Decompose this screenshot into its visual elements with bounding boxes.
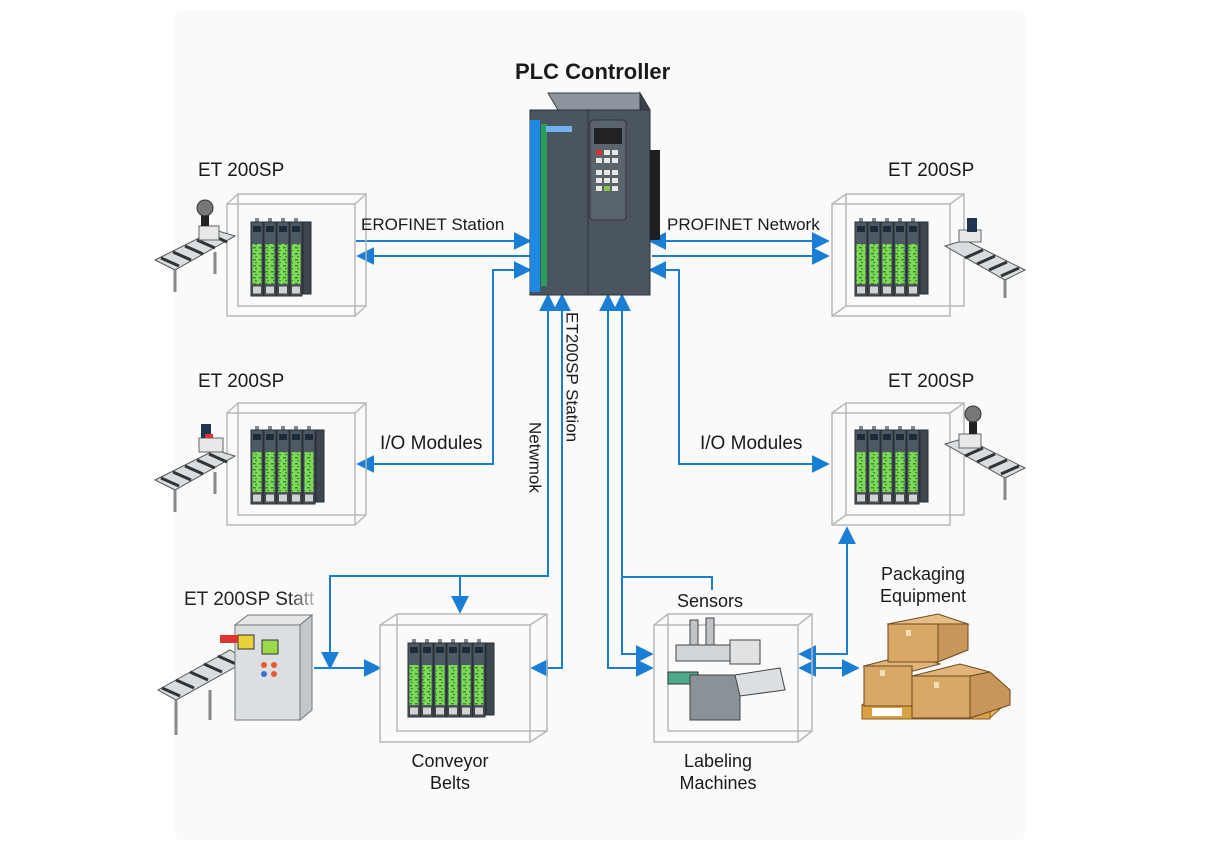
packaging-equipment-label: Packaging Equipment: [868, 564, 978, 607]
io-module-icon: [407, 639, 421, 718]
io-module-icon: [263, 426, 277, 505]
conveyor-with-scanner-icon: [943, 218, 1027, 298]
io-module-icon: [263, 218, 277, 297]
rack-end-cap: [919, 429, 929, 503]
packaging-equipment-label-line2: Equipment: [879, 585, 967, 606]
io-module-icon: [302, 426, 316, 505]
io-module-icon: [250, 218, 264, 297]
conveyor-belts-label: Conveyor Belts: [400, 751, 500, 794]
connector-network-vertical: [321, 293, 557, 670]
et200sp-top-left-label: ET 200SP: [198, 160, 285, 181]
io-modules-left-label: I/O Modules: [380, 433, 483, 454]
conveyor-with-scanner-icon: [153, 424, 237, 512]
et200sp-mid-left-label: ET 200SP: [198, 371, 285, 392]
io-module-rack-conveyor: [407, 639, 495, 718]
io-modules-right-label: I/O Modules: [700, 433, 803, 454]
io-module-icon: [867, 218, 881, 297]
connector-plc-to-et-mid-right: [648, 261, 830, 473]
labeling-machines-label: Labeling Machines: [668, 751, 768, 794]
connector-et200sp-station-vertical: [530, 293, 571, 677]
conveyor-with-beacon-icon: [943, 405, 1027, 500]
profinet-network-label: PROFINET Network: [667, 215, 820, 234]
io-module-icon: [893, 426, 907, 505]
box-et-top-left: [226, 193, 367, 317]
io-module-icon: [854, 218, 868, 297]
rack-end-cap: [919, 221, 929, 295]
connector-et-mid-right-to-labeling: [798, 526, 856, 663]
io-module-icon: [276, 426, 290, 505]
io-module-rack-mid-left: [250, 426, 325, 505]
packaging-equipment-label-line1: Packaging: [880, 564, 966, 584]
io-module-rack-mid-right: [854, 426, 929, 505]
box-conveyor: [379, 613, 548, 743]
conveyor-belts-label-line2: Belts: [429, 772, 471, 793]
erofinet-station-label: EROFINET Station: [361, 215, 505, 234]
control-cabinet-conveyor-icon: [156, 613, 314, 735]
connector-to-labeling-2: [613, 293, 713, 590]
connector-to-labeling-1: [599, 293, 654, 677]
network-vertical-label: Netwmok: [525, 422, 545, 493]
connector-sensors-branch: [621, 577, 654, 663]
plc-controller-title: PLC Controller: [515, 59, 671, 84]
box-et-mid-right: [831, 402, 965, 526]
connectors: [314, 232, 860, 677]
rack-end-cap: [315, 429, 325, 503]
rack-end-cap: [485, 642, 495, 716]
io-module-rack-top-left: [250, 218, 312, 297]
et200sp-station-vertical-label: ET200SP Station: [562, 312, 582, 443]
io-module-icon: [867, 426, 881, 505]
et200sp-top-right-label: ET 200SP: [888, 160, 975, 181]
io-module-icon: [433, 639, 447, 718]
glass-boxes: [226, 193, 965, 743]
labeling-machines-label-line2: Machines: [679, 772, 757, 793]
box-et-mid-left: [226, 402, 367, 526]
io-module-icon: [420, 639, 434, 718]
io-module-icon: [472, 639, 486, 718]
conveyor-with-beacon-icon: [153, 199, 237, 292]
io-module-icon: [250, 426, 264, 505]
labeling-machine-icon: [667, 617, 786, 721]
io-module-icon: [906, 218, 920, 297]
et200sp-station-label: ET 200SP Statt: [184, 589, 315, 610]
boxes-on-pallet-icon: [860, 613, 1012, 720]
io-module-icon: [446, 639, 460, 718]
labeling-machines-label-line1: Labeling: [683, 751, 753, 771]
plc-cabinet-icon: [529, 91, 660, 296]
conveyor-belts-label-line1: Conveyor: [411, 751, 489, 771]
io-module-icon: [880, 218, 894, 297]
io-module-icon: [289, 426, 303, 505]
et200sp-mid-right-label: ET 200SP: [888, 371, 975, 392]
io-module-icon: [854, 426, 868, 505]
io-module-icon: [289, 218, 303, 297]
rack-end-cap: [302, 221, 312, 295]
io-module-icon: [276, 218, 290, 297]
io-module-rack-top-right: [854, 218, 929, 297]
io-module-icon: [880, 426, 894, 505]
sensors-label: Sensors: [677, 591, 744, 611]
io-module-icon: [906, 426, 920, 505]
io-module-icon: [459, 639, 473, 718]
io-module-icon: [893, 218, 907, 297]
